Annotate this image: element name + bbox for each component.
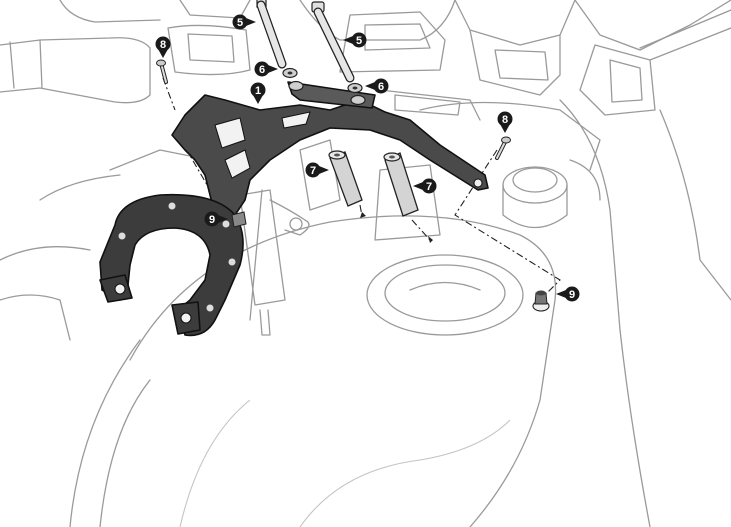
spacer-right [383,152,433,243]
callout-label: 7 [426,181,432,193]
callout-label: 6 [259,64,265,76]
callout-label: 1 [255,85,261,97]
grommet-right [532,290,550,312]
callout-7-left: 7 [305,162,329,178]
callout-1: 1 [250,82,266,104]
callout-label: 8 [502,114,508,126]
callout-6-left: 6 [254,61,278,77]
callout-7-right: 7 [413,178,437,194]
callout-label: 5 [237,17,243,29]
callout-label: 5 [356,35,362,47]
callout-9-left: 9 [204,211,228,227]
callout-label: 7 [310,165,316,177]
mounting-bracket [171,81,489,216]
washer-right [347,82,366,106]
callout-label: 6 [378,81,384,93]
callout-5-right: 5 [343,32,367,48]
long-bolt-left [256,0,287,69]
callout-label: 8 [160,39,166,51]
grommet-left [231,211,247,228]
washer-left [282,67,304,92]
tank-ring [99,193,244,337]
long-bolt-right [311,1,355,83]
callout-5-left: 5 [232,14,256,30]
screw-left [156,59,168,84]
callout-9-right: 9 [556,286,580,302]
callout-8-right: 8 [497,111,513,133]
callout-label: 9 [209,214,215,226]
callout-label: 9 [569,289,575,301]
callout-8-left: 8 [155,36,171,58]
screw-right [495,136,511,160]
spacer-left [328,150,366,218]
callout-6-right: 6 [365,78,389,94]
